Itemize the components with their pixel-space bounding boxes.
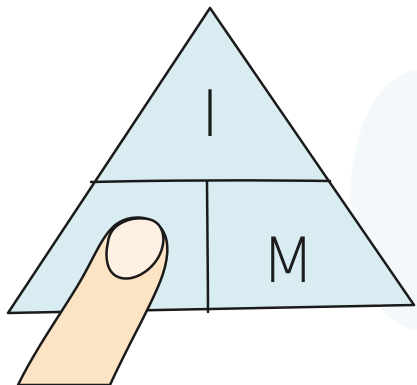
formula-triangle	[8, 8, 414, 313]
top-section-letter[interactable]: I	[201, 78, 220, 152]
vertical-divider	[207, 182, 208, 312]
bottom-right-section-letter[interactable]: M	[261, 224, 315, 297]
